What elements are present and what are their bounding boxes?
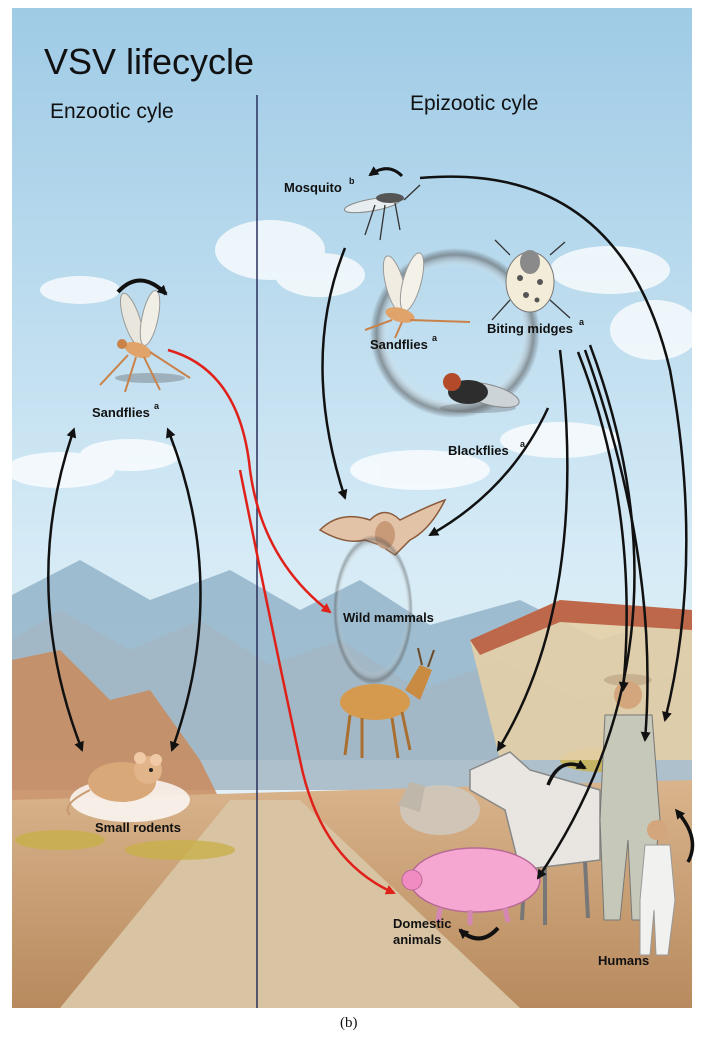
svg-text:Biting midges: Biting midges [487,321,573,336]
label-domestic-line1: Domestic [393,916,452,931]
enzootic-heading: Enzootic cyle [50,100,174,123]
label-small-rodents: Small rodents [95,820,181,835]
label-wild-mammals: Wild mammals [343,610,434,625]
svg-text:Blackflies: Blackflies [448,443,509,458]
figure-caption: (b) [340,1015,358,1031]
svg-text:Sandflies: Sandflies [370,337,428,352]
svg-text:Sandflies: Sandflies [92,405,150,420]
svg-text:b: b [349,176,355,186]
svg-text:Mosquito: Mosquito [284,180,342,195]
figure-title: VSV lifecycle [44,41,254,82]
epizootic-heading: Epizootic cyle [410,92,538,115]
label-humans: Humans [598,953,649,968]
label-domestic-line2: animals [393,932,441,947]
